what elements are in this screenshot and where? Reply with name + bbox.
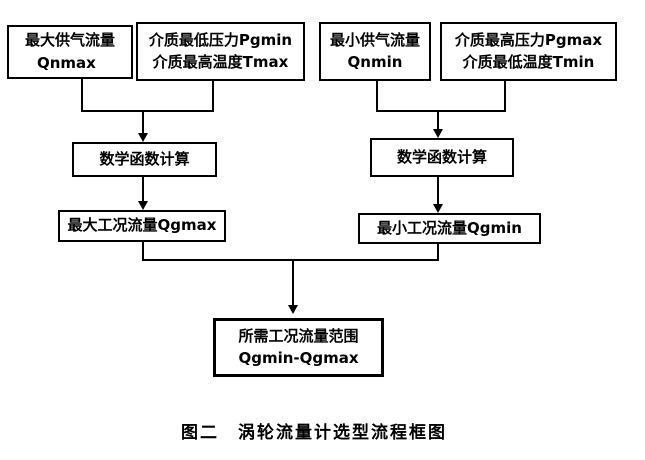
connector-right-arrow-stem bbox=[437, 112, 439, 129]
node-required-flow-range: 所需工况流量范围 Qgmin-Qgmax bbox=[213, 318, 384, 377]
arrow-down-icon bbox=[138, 201, 148, 210]
arrow-down-icon bbox=[138, 133, 148, 142]
node-medium-max-pressure-min-temp: 介质最高压力Pgmax 介质最低温度Tmin bbox=[440, 22, 617, 81]
node-math-function-right: 数学函数计算 bbox=[370, 138, 514, 177]
node-min-supply-flow-line2: Qnmin bbox=[347, 52, 403, 71]
connector-left-mid-stem bbox=[142, 177, 144, 201]
arrow-down-icon bbox=[433, 129, 443, 138]
node-medium-min-pressure-max-temp: 介质最低压力Pgmin 介质最高温度Tmax bbox=[136, 22, 305, 81]
connector-left-merge-bar bbox=[81, 110, 214, 112]
arrow-down-icon bbox=[288, 305, 298, 314]
node-min-supply-flow: 最小供气流量 Qnmin bbox=[319, 22, 431, 81]
connector-bottom-drop-left bbox=[142, 242, 144, 261]
figure-caption: 图二 涡轮流量计选型流程框图 bbox=[181, 423, 447, 443]
node-math-function-right-label: 数学函数计算 bbox=[396, 147, 487, 166]
node-max-working-flow-label: 最大工况流量Qgmax bbox=[67, 216, 217, 235]
node-pgmax-line: 介质最高压力Pgmax bbox=[454, 30, 603, 49]
node-tmin-line: 介质最低温度Tmin bbox=[462, 52, 595, 71]
node-max-working-flow: 最大工况流量Qgmax bbox=[58, 210, 226, 242]
node-math-function-left-label: 数学函数计算 bbox=[99, 149, 190, 168]
node-tmax-line: 介质最高温度Tmax bbox=[152, 52, 289, 71]
node-required-flow-range-line1: 所需工况流量范围 bbox=[238, 326, 359, 345]
connector-left-arrow-stem bbox=[142, 112, 144, 133]
node-pgmin-line: 介质最低压力Pgmin bbox=[148, 30, 293, 49]
connector-right-merge-bar bbox=[376, 110, 506, 112]
connector-bottom-arrow-stem bbox=[292, 261, 294, 305]
node-min-working-flow-label: 最小工况流量Qgmin bbox=[377, 218, 522, 237]
node-min-working-flow: 最小工况流量Qgmin bbox=[358, 213, 541, 244]
connector-left-drop2 bbox=[212, 81, 214, 112]
connector-right-mid-stem bbox=[437, 177, 439, 204]
connector-right-drop1 bbox=[376, 81, 378, 112]
node-max-supply-flow: 最大供气流量 Qnmax bbox=[7, 25, 133, 79]
node-max-supply-flow-line2: Qnmax bbox=[37, 54, 96, 72]
connector-left-drop1 bbox=[81, 79, 83, 112]
connector-bottom-merge-bar bbox=[142, 259, 439, 261]
arrow-down-icon bbox=[433, 204, 443, 213]
connector-bottom-drop-right bbox=[437, 244, 439, 261]
node-math-function-left: 数学函数计算 bbox=[72, 142, 217, 177]
connector-right-drop2 bbox=[504, 80, 506, 112]
node-max-supply-flow-line1: 最大供气流量 bbox=[24, 30, 115, 49]
node-min-supply-flow-line1: 最小供气流量 bbox=[329, 30, 420, 49]
node-required-flow-range-line2: Qgmin-Qgmax bbox=[238, 348, 359, 367]
